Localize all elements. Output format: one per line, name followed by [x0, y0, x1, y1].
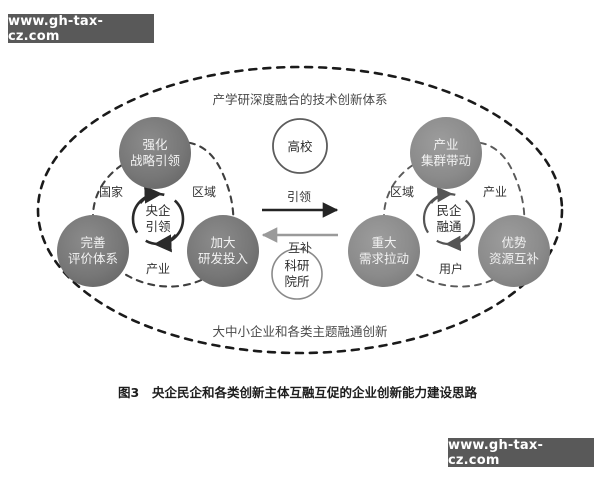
- node-major-demand-line2: 需求拉动: [359, 251, 409, 266]
- right-hub-arrow-bottom: [445, 234, 468, 252]
- node-improve-evaluation-line2: 评价体系: [68, 251, 118, 266]
- left-ring-label-bottom: 产业: [146, 262, 170, 276]
- right-cluster: 民企 融通 区域 产业 用户 产业 集群带动 重大 需求拉动 优势 资源互补: [348, 117, 550, 288]
- left-hub-arrow-top: [138, 185, 163, 205]
- right-hub-label-line1: 民企: [436, 203, 462, 218]
- node-industry-cluster-line2: 集群带动: [421, 153, 471, 168]
- left-cluster-dashed-ring: [91, 141, 235, 288]
- figure-caption-text: 央企民企和各类创新主体互融互促的企业创新能力建设思路: [152, 385, 478, 400]
- node-industry-cluster[interactable]: 产业 集群带动: [410, 117, 482, 189]
- center-bottom-circle[interactable]: 科研 院所: [271, 248, 323, 300]
- arrow-forward-label: 引领: [287, 190, 311, 204]
- node-industry-cluster-line1: 产业: [433, 137, 458, 152]
- left-hub-label-line1: 央企: [145, 203, 171, 218]
- node-increase-rd[interactable]: 加大 研发投入: [187, 215, 259, 287]
- node-resource-complement-line2: 资源互补: [489, 251, 540, 266]
- left-cluster: 央企 引领 国家 区域 产业 强化 战略引领 完善 评价体系 加大: [57, 117, 259, 288]
- node-major-demand-line1: 重大: [371, 235, 396, 250]
- outer-band-bottom-label: 大中小企业和各类主题融通创新: [212, 324, 387, 339]
- right-hub-label-line2: 融通: [436, 219, 462, 234]
- left-ring-label-right: 区域: [192, 185, 216, 199]
- watermark-top: www.gh-tax-cz.com: [8, 14, 154, 44]
- node-strengthen-strategy-line1: 强化: [142, 137, 168, 152]
- node-improve-evaluation[interactable]: 完善 评价体系: [57, 215, 129, 287]
- right-cluster-dashed-ring: [383, 141, 526, 288]
- outer-boundary-ellipse: [36, 65, 564, 355]
- node-improve-evaluation-line1: 完善: [80, 235, 105, 250]
- left-hub-arrow-bottom: [153, 233, 178, 253]
- node-strengthen-strategy[interactable]: 强化 战略引领: [119, 117, 191, 189]
- center-bottom-circle-line1: 科研: [284, 258, 309, 273]
- right-ring-label-bottom: 用户: [439, 261, 463, 276]
- node-increase-rd-line1: 加大: [210, 235, 235, 250]
- left-hub-label-line2: 引领: [145, 219, 171, 234]
- outer-band-top-label: 产学研深度融合的技术创新体系: [212, 92, 387, 107]
- node-resource-complement[interactable]: 优势 资源互补: [478, 215, 550, 287]
- right-ring-label-left: 区域: [390, 185, 414, 199]
- node-resource-complement-line1: 优势: [501, 235, 527, 250]
- node-strengthen-strategy-line2: 战略引领: [130, 153, 181, 168]
- center-group: 高校 科研 院所 引领 互补: [261, 118, 339, 300]
- center-top-circle-label: 高校: [287, 139, 313, 154]
- figure-caption: 图3: [118, 385, 139, 400]
- center-bottom-circle-line2: 院所: [284, 274, 309, 289]
- node-increase-rd-line2: 研发投入: [198, 251, 249, 266]
- right-ring-label-right: 产业: [483, 185, 507, 199]
- center-top-circle[interactable]: 高校: [272, 118, 328, 174]
- right-hub-arrow-top: [430, 186, 453, 204]
- watermark-bottom: www.gh-tax-cz.com: [448, 438, 594, 468]
- arrow-backward-label: 互补: [288, 241, 312, 255]
- node-major-demand[interactable]: 重大 需求拉动: [348, 215, 420, 287]
- left-ring-label-left: 国家: [99, 184, 123, 199]
